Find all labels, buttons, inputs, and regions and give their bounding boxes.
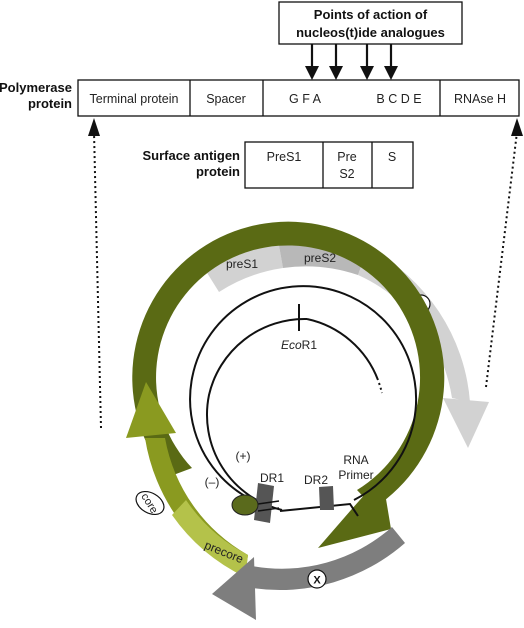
dna-strands — [189, 285, 418, 517]
direct-repeats: DR1 DR2 (+) (–) RNA Primer — [205, 449, 374, 523]
label-polymerase: polymerase — [273, 278, 338, 292]
surface-antigen-bar: PreS1 Pre S2 S — [244, 141, 414, 189]
core-precore-arrow: precore core — [126, 382, 248, 577]
domain-gfa: G F A — [289, 92, 322, 106]
action-arrows — [305, 44, 398, 80]
label-minus-strand: (–) — [205, 475, 220, 489]
x-gene-arrow: X — [212, 527, 405, 620]
domain-pres1: PreS1 — [267, 150, 302, 164]
connector-arrowhead-right — [511, 118, 523, 136]
domain-rnase-h: RNAse H — [454, 92, 506, 106]
points-of-action-line2: nucleos(t)ide analogues — [296, 25, 445, 40]
domain-spacer: Spacer — [206, 92, 246, 106]
label-ecor1: EcoR1 — [281, 338, 317, 352]
domain-terminal-protein: Terminal protein — [90, 92, 179, 106]
label-plus-strand: (+) — [236, 449, 251, 463]
domain-pres2-1: Pre — [337, 150, 357, 164]
points-of-action-box: Points of action of nucleos(t)ide analog… — [278, 1, 463, 45]
connector-arrowhead-left — [88, 118, 100, 136]
domain-bcde: B C D E — [376, 92, 421, 106]
label-rna-primer-1: RNA — [343, 453, 368, 467]
domain-pres2-2: S2 — [339, 167, 354, 181]
label-pres1: preS1 — [226, 257, 258, 271]
label-dr1: DR1 — [260, 471, 284, 485]
surface-antigen-label-1: Surface antigen — [142, 148, 240, 163]
polymerase-protein-bar: Terminal protein Spacer G F A B C D E RN… — [77, 79, 520, 117]
label-rna-primer-2: Primer — [338, 468, 373, 482]
label-dr2: DR2 — [304, 473, 328, 487]
surface-antigen-label-2: protein — [196, 164, 240, 179]
dotted-connectors — [93, 131, 518, 429]
primer-blob — [231, 494, 259, 516]
surface-gene-arcs: preS1 preS2 S — [204, 237, 489, 448]
polymerase-protein-label-1: Polymerase — [0, 80, 72, 95]
domain-s: S — [388, 150, 396, 164]
label-pres2: preS2 — [304, 251, 336, 265]
polymerase-protein-label-2: protein — [28, 96, 72, 111]
label-x-gene: X — [313, 575, 321, 587]
points-of-action-line1: Points of action of — [314, 7, 428, 22]
